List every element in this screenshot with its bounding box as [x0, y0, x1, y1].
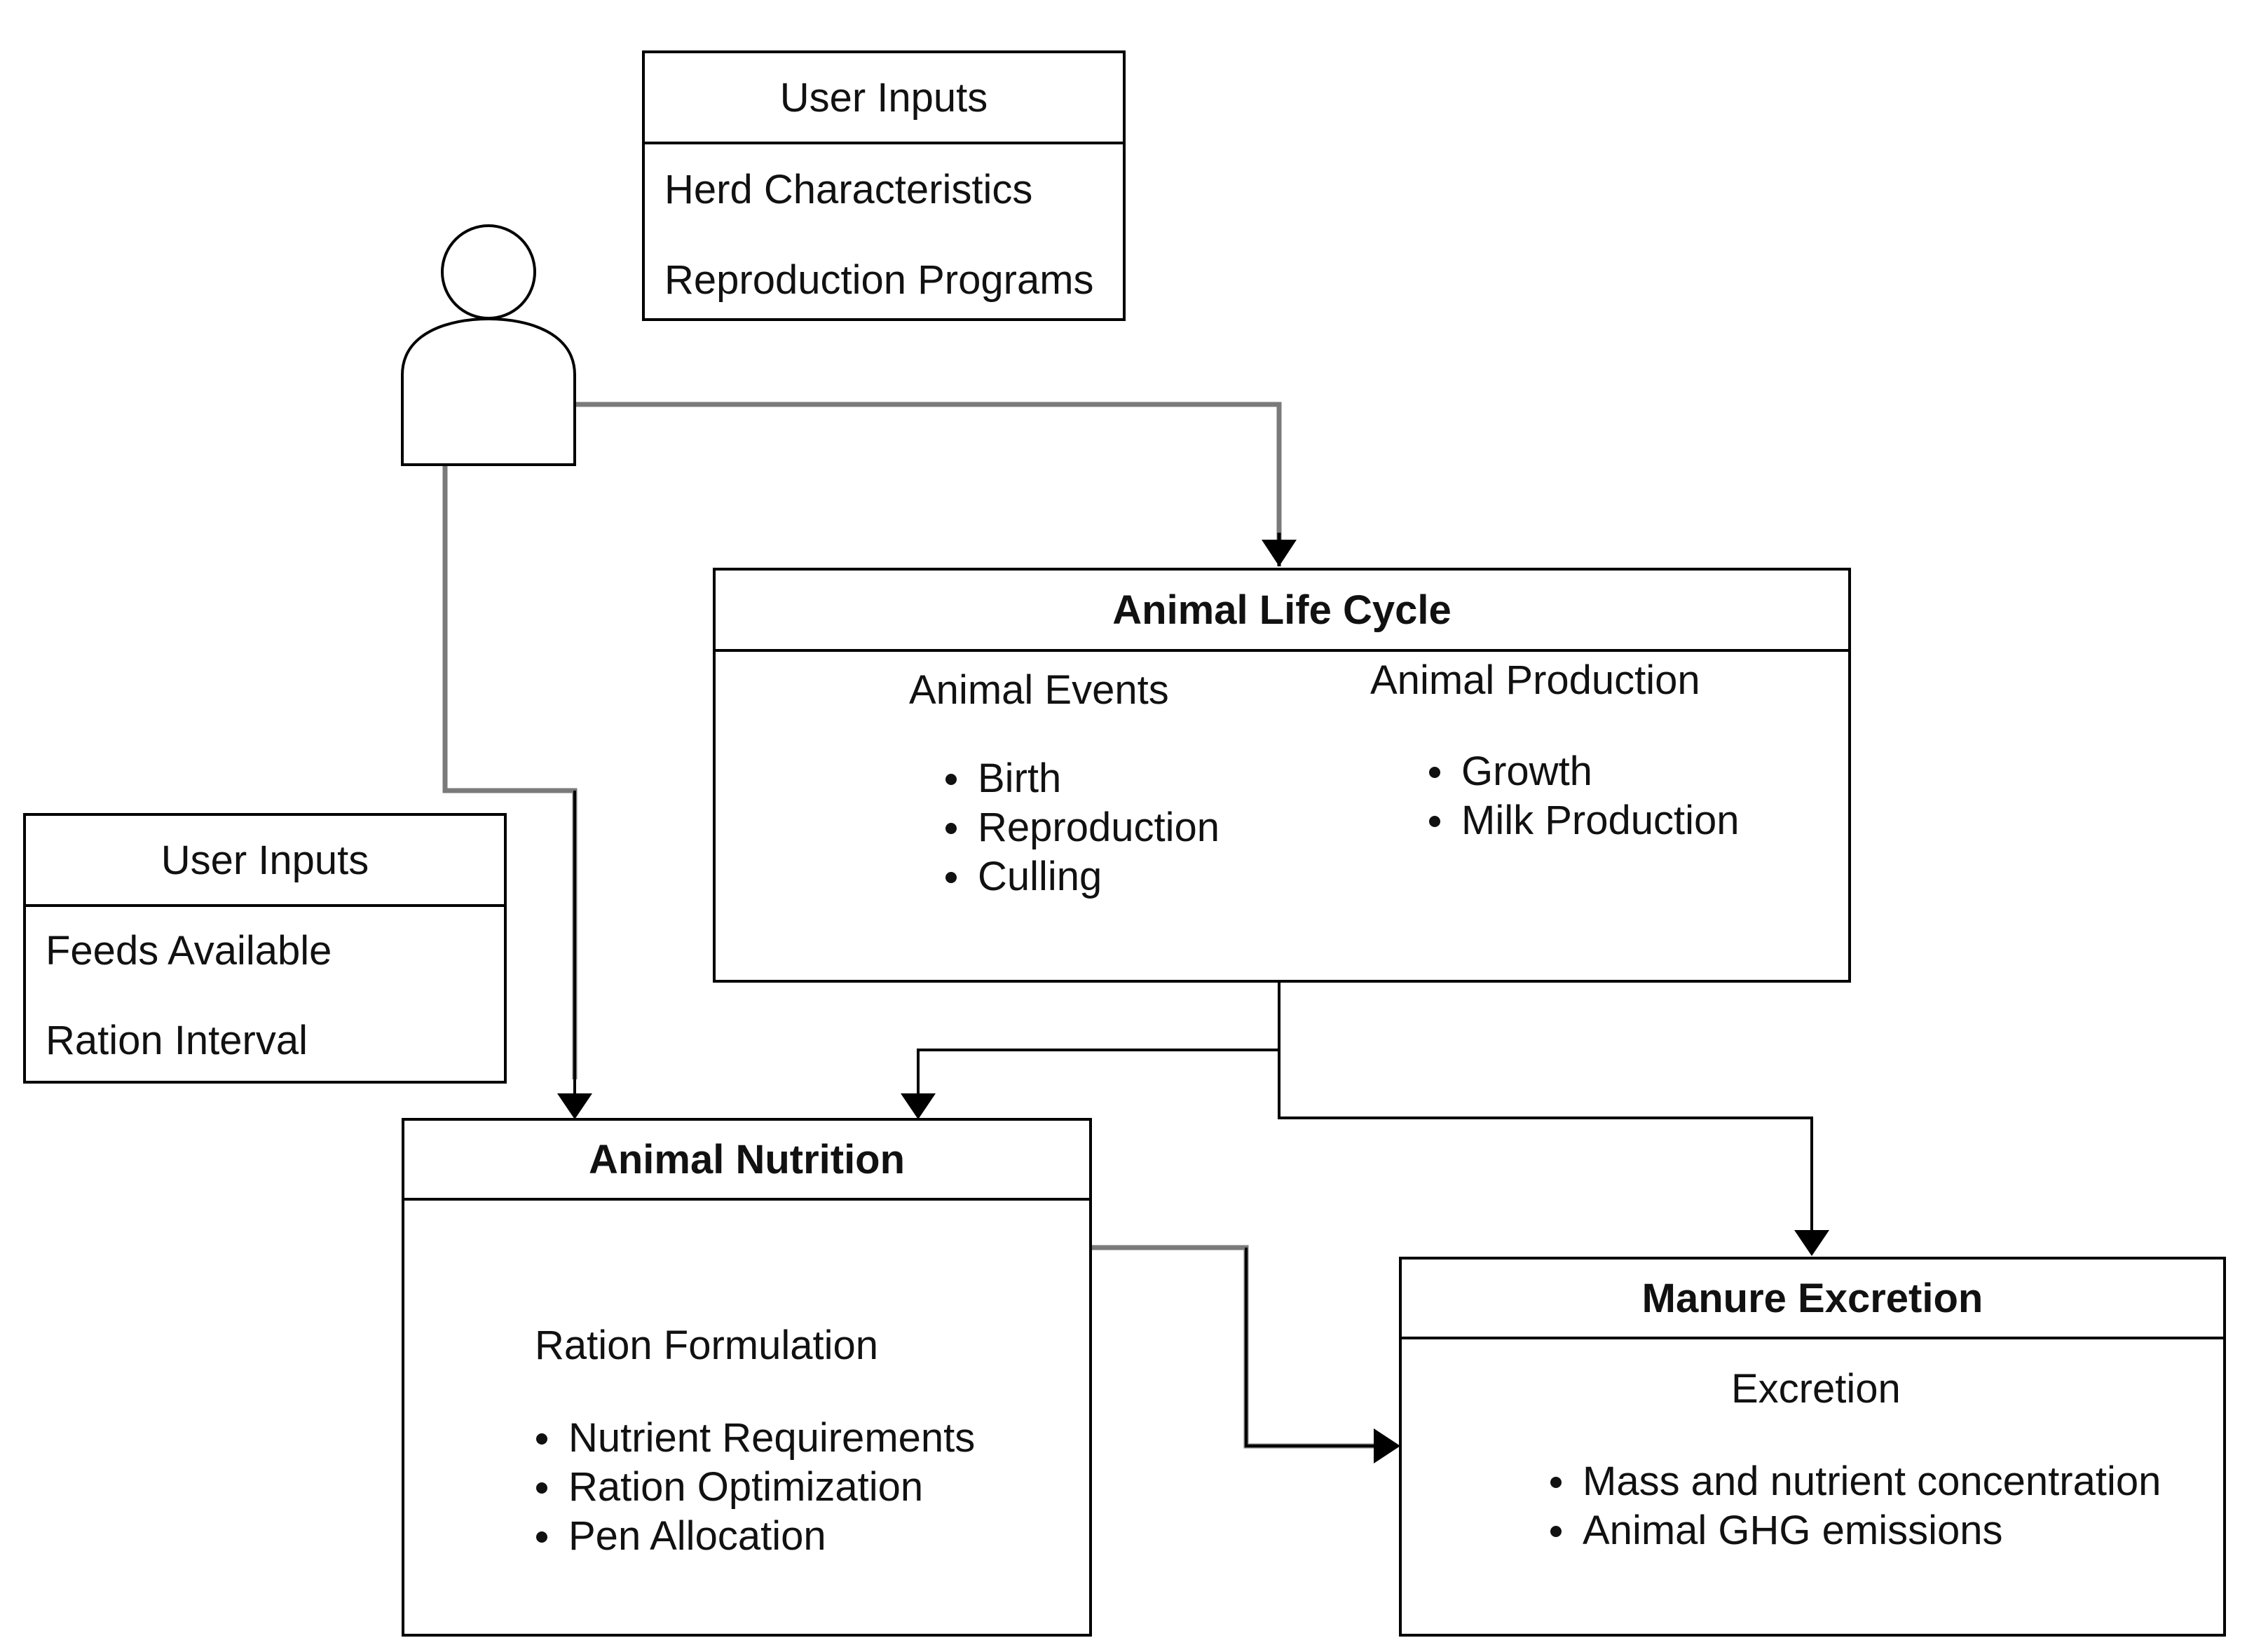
- user-inputs-herd-box: User Inputs Herd Characteristics Reprodu…: [642, 50, 1126, 321]
- list-item: Nutrient Requirements: [526, 1414, 975, 1463]
- user-inputs-herd-title: User Inputs: [645, 53, 1123, 144]
- ration-formulation-list: Nutrient Requirements Ration Optimizatio…: [526, 1414, 975, 1561]
- list-item: Milk Production: [1419, 796, 1739, 845]
- animal-nutrition-title: Animal Nutrition: [404, 1121, 1089, 1201]
- animal-events-heading: Animal Events: [909, 667, 1169, 713]
- connector-user-to-lifecycle: [575, 402, 1282, 540]
- list-item: Animal GHG emissions: [1541, 1506, 2161, 1555]
- list-item: Birth: [936, 754, 1220, 803]
- animal-events-list: Birth Reproduction Culling: [936, 754, 1220, 901]
- animal-nutrition-box: Animal Nutrition Ration Formulation Nutr…: [402, 1118, 1092, 1637]
- list-item: Reproduction: [936, 803, 1220, 852]
- ration-formulation-heading: Ration Formulation: [535, 1323, 878, 1368]
- feeds-available-label: Feeds Available: [46, 928, 332, 974]
- user-icon: [401, 224, 576, 466]
- connector-lifecycle-to-manure: [1278, 1050, 1813, 1230]
- connector-lifecycle-to-nutrition: [917, 981, 1280, 1093]
- list-item: Ration Optimization: [526, 1463, 975, 1512]
- connector-nutrition-to-manure: [1091, 1245, 1374, 1449]
- excretion-heading: Excretion: [1731, 1366, 1901, 1412]
- animal-production-list: Growth Milk Production: [1419, 747, 1739, 845]
- herd-characteristics-label: Herd Characteristics: [664, 167, 1033, 212]
- user-inputs-feeds-box: User Inputs Feeds Available Ration Inter…: [23, 813, 507, 1084]
- list-item: Growth: [1419, 747, 1739, 796]
- list-item: Pen Allocation: [526, 1512, 975, 1561]
- list-item: Culling: [936, 852, 1220, 901]
- list-item: Mass and nutrient concentration: [1541, 1457, 2161, 1506]
- user-inputs-feeds-title: User Inputs: [26, 816, 504, 907]
- animal-life-cycle-box: Animal Life Cycle Animal Events Birth Re…: [713, 568, 1851, 983]
- ration-interval-label: Ration Interval: [46, 1018, 308, 1063]
- manure-excretion-title: Manure Excretion: [1402, 1260, 2223, 1339]
- animal-production-heading: Animal Production: [1370, 657, 1700, 703]
- manure-excretion-box: Manure Excretion Excretion Mass and nutr…: [1399, 1257, 2226, 1637]
- animal-life-cycle-title: Animal Life Cycle: [716, 571, 1848, 652]
- excretion-list: Mass and nutrient concentration Animal G…: [1541, 1457, 2161, 1555]
- reproduction-programs-label: Reproduction Programs: [664, 257, 1094, 303]
